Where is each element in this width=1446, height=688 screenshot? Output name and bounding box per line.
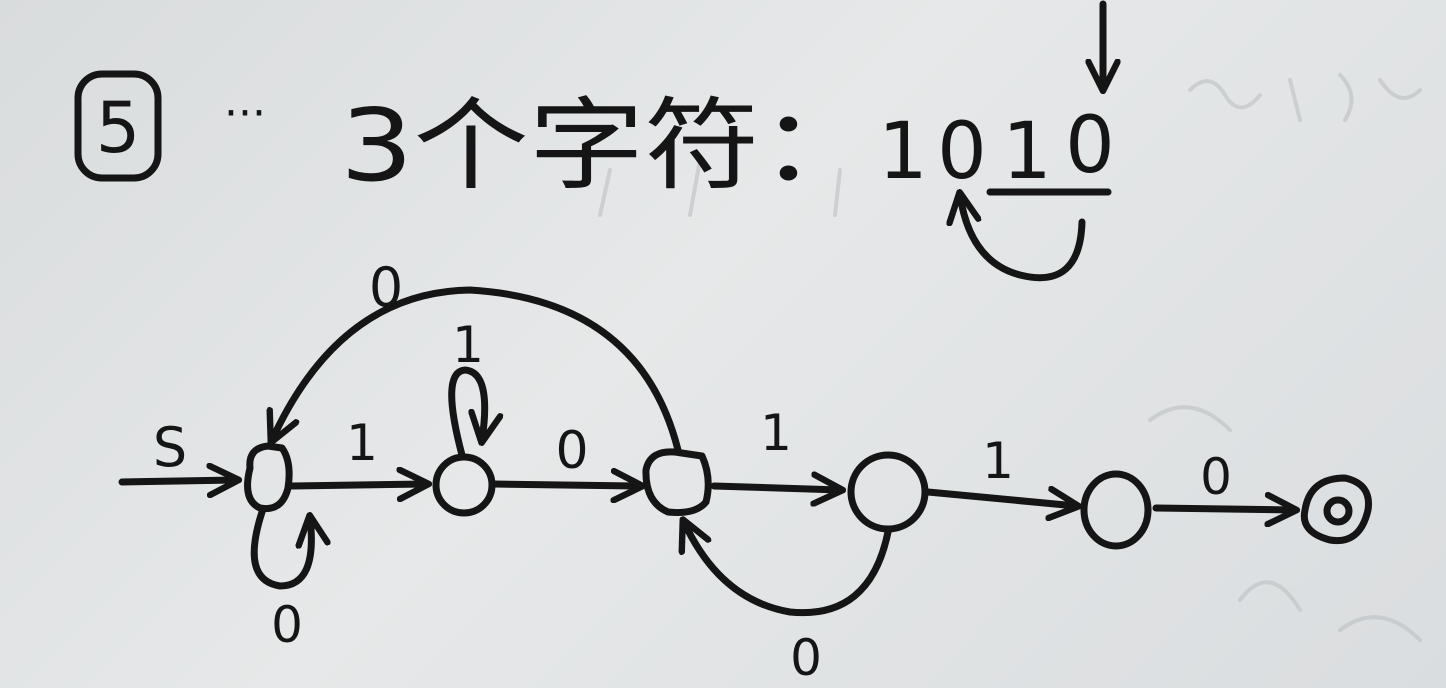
state-q5-accepting (1300, 474, 1373, 545)
transition-q0-q1 (288, 484, 426, 486)
transition-q4-q5 (1152, 508, 1294, 510)
state-q0 (244, 442, 293, 513)
transition-q0-q1-label: 1 (346, 414, 378, 472)
start-label: S (153, 416, 187, 479)
string-digit-4: 0 (1065, 101, 1115, 191)
string-digit-2: 0 (937, 107, 987, 197)
state-q4 (1080, 470, 1152, 550)
state-q2 (642, 448, 712, 516)
transition-q4-q5-label: 0 (1200, 448, 1232, 506)
transition-q1-q2-label: 0 (555, 421, 588, 481)
heading-text: 3个字符： (340, 87, 875, 204)
transition-q2-q3-label: 1 (760, 404, 792, 462)
transition-q1-self-label: 1 (452, 316, 484, 374)
transition-q3-q4 (924, 492, 1076, 506)
item-number: 5 (96, 87, 141, 169)
background-bleed-marks (598, 73, 1422, 642)
state-q3 (847, 451, 929, 533)
heading: 5 ··· 3个字符： 1 0 1 0 (74, 0, 1115, 282)
string-digit-1: 1 (878, 107, 928, 197)
transition-q3-q2-label: 0 (790, 629, 822, 687)
transition-q2-q3 (710, 486, 840, 490)
transition-q0-self-loop (250, 508, 311, 590)
heading-ellipsis: ··· (224, 88, 266, 139)
state-q1 (432, 453, 496, 517)
transition-q1-q2 (490, 484, 640, 486)
transition-q3-q4-label: 1 (982, 432, 1014, 490)
start-arrow (118, 480, 236, 482)
state-diagram: S 1 0 1 1 0 0 0 1 0 (118, 256, 1373, 687)
transition-q2-q0-label: 0 (369, 256, 403, 319)
example-string: 1 0 1 0 (878, 0, 1115, 282)
item-number-badge: 5 (74, 70, 162, 182)
string-digit-3: 1 (1002, 107, 1052, 197)
transition-q1-self-loop (448, 366, 485, 459)
transition-q0-self-label: 0 (271, 596, 303, 654)
transition-q2-q0-arc (272, 286, 682, 454)
transition-q3-q2-arc (684, 522, 892, 617)
back-loop-arrow-icon (960, 195, 1086, 282)
